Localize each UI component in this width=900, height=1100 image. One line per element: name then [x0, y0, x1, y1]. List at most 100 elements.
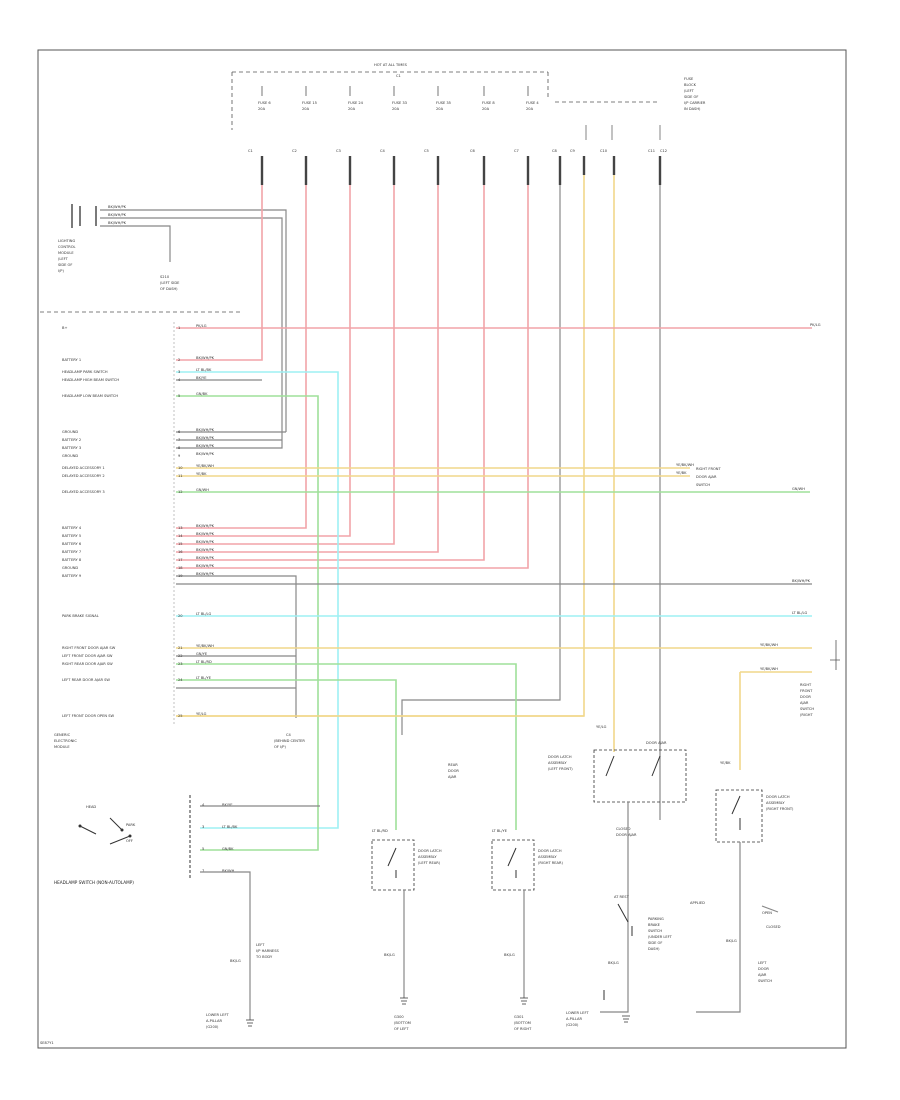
svg-text:OPEN: OPEN	[762, 911, 772, 915]
svg-text:C12: C12	[660, 149, 667, 153]
door-area-label: REAR DOOR AJAR	[448, 763, 459, 779]
svg-text:YE/BK/WH: YE/BK/WH	[676, 463, 694, 467]
module-pin-code: 16	[178, 550, 183, 554]
svg-text:(BEHIND CENTER: (BEHIND CENTER	[274, 739, 305, 743]
module-pin-name: LEFT REAR DOOR AJAR SW	[62, 678, 110, 682]
diagram-frame	[37, 49, 847, 1049]
svg-text:A-PILLAR: A-PILLAR	[566, 1017, 582, 1021]
svg-text:SIDE OF: SIDE OF	[684, 95, 698, 99]
module-pin-wire-color: BK/WH/PK	[196, 524, 215, 528]
svg-text:BK/LG: BK/LG	[230, 959, 241, 963]
svg-text:20A: 20A	[436, 107, 444, 111]
module-pin-code: 24	[178, 678, 183, 682]
vertical-wires	[176, 175, 661, 820]
module-pin-code: 21	[178, 646, 183, 650]
svg-text:C4: C4	[286, 733, 292, 737]
svg-text:FUSE 35: FUSE 35	[436, 101, 451, 105]
svg-text:CLOSED: CLOSED	[766, 925, 781, 929]
module-pin-name: PARK BRAKE SIGNAL	[62, 614, 99, 618]
svg-text:(G200): (G200)	[206, 1025, 219, 1029]
svg-text:BK/LG: BK/LG	[504, 953, 515, 957]
svg-text:DOOR AJAR: DOOR AJAR	[696, 475, 717, 479]
module-pin-name: BATTERY 8	[62, 558, 82, 562]
module-pin-wire-color: BK/WH/PK	[196, 428, 215, 432]
ground-splice-label: S210 (LEFT SIDE OF DASH)	[160, 275, 180, 291]
svg-text:FUSE 8: FUSE 8	[482, 101, 495, 105]
module-pin-name: RIGHT FRONT DOOR AJAR SW	[62, 646, 116, 650]
module-pin-code: 5	[178, 394, 180, 398]
svg-text:YE/BK: YE/BK	[676, 471, 687, 475]
svg-text:BK/WH/PK: BK/WH/PK	[108, 205, 127, 209]
module-pin-wire-color: BK/YE	[196, 376, 207, 380]
module-pin-name: GROUND	[62, 430, 78, 434]
svg-text:BK/WH: BK/WH	[222, 869, 235, 873]
svg-text:I/P HARNESS: I/P HARNESS	[256, 949, 279, 953]
module-pin-code: 8	[178, 446, 181, 450]
lighting-module-label: LIGHTING CONTROL MODULE (LEFT SIDE OF I/…	[58, 239, 76, 273]
svg-text:SWITCH: SWITCH	[800, 707, 814, 711]
svg-text:SWITCH: SWITCH	[758, 979, 772, 983]
headlamp-switch-ground-label: LEFT I/P HARNESS TO BODY	[255, 943, 279, 959]
svg-text:MODULE: MODULE	[54, 745, 70, 749]
svg-text:(UNDER LEFT: (UNDER LEFT	[648, 935, 673, 939]
gem-label: GENERIC ELECTRONIC MODULE	[54, 733, 77, 749]
svg-text:C3: C3	[336, 149, 341, 153]
svg-text:FUSE: FUSE	[684, 77, 694, 81]
module-pin-name: BATTERY 2	[62, 438, 81, 442]
svg-text:(BOTTOM: (BOTTOM	[514, 1021, 531, 1025]
svg-text:LOWER LEFT: LOWER LEFT	[566, 1011, 589, 1015]
fuse-box-label: FUSE BLOCK (LEFT SIDE OF I/P CARRIER IN …	[684, 77, 706, 111]
svg-text:DOOR: DOOR	[800, 695, 811, 699]
module-pin-wire-color: LT BL/YE	[196, 676, 212, 680]
svg-text:C6: C6	[470, 149, 476, 153]
svg-text:BK/WH/PK: BK/WH/PK	[792, 579, 811, 583]
svg-text:MODULE: MODULE	[58, 251, 74, 255]
module-pin-wire-color: BK/WH/PK	[196, 436, 215, 440]
g300-label: G300 (BOTTOM OF LEFT	[394, 1015, 411, 1031]
module-pin-name: BATTERY 6	[62, 542, 82, 546]
svg-text:ASSEMBLY: ASSEMBLY	[766, 801, 785, 805]
module-pin-name: GROUND	[62, 454, 78, 458]
svg-text:(G200): (G200)	[566, 1023, 579, 1027]
svg-text:ELECTRONIC: ELECTRONIC	[54, 739, 77, 743]
svg-text:SIDE OF: SIDE OF	[58, 263, 72, 267]
svg-text:LT BL/LG: LT BL/LG	[792, 611, 808, 615]
fuse-connector-labels: C1 C2 C3 C4 C5 C6 C7 C8 C9 C10 C11 C12	[248, 149, 667, 153]
module-pin-wire-color: YE/BK	[196, 472, 207, 476]
svg-text:G301: G301	[514, 1015, 524, 1019]
svg-text:C4: C4	[380, 149, 386, 153]
svg-text:DOOR AJAR: DOOR AJAR	[616, 833, 637, 837]
page-footer: SE87Y1	[40, 1041, 54, 1045]
module-pin-wire-color: GN/BK	[196, 392, 208, 396]
svg-text:C7: C7	[514, 149, 519, 153]
park-brake-label: PARKING BRAKE SWITCH (UNDER LEFT SIDE OF…	[648, 917, 673, 951]
svg-text:OFF: OFF	[126, 839, 133, 843]
svg-text:REAR: REAR	[448, 763, 458, 767]
svg-text:YE/BK/WH: YE/BK/WH	[760, 643, 778, 647]
fuse-35: FUSE 35 20A	[436, 101, 451, 111]
svg-text:PARKING: PARKING	[648, 917, 664, 921]
module-pin-code: 12	[178, 490, 183, 494]
module-pin-name: BATTERY 5	[62, 534, 81, 538]
svg-text:(RIGHT REAR): (RIGHT REAR)	[538, 861, 564, 865]
svg-text:GENERIC: GENERIC	[54, 733, 71, 737]
svg-text:BRAKE: BRAKE	[648, 923, 661, 927]
svg-text:ASSEMBLY: ASSEMBLY	[418, 855, 437, 859]
module-pin-name: DELAYED ACCESSORY 1	[62, 466, 105, 470]
module-pin-name: BATTERY 3	[62, 446, 81, 450]
svg-text:C11: C11	[648, 149, 655, 153]
svg-text:ASSEMBLY: ASSEMBLY	[548, 761, 567, 765]
svg-text:ASSEMBLY: ASSEMBLY	[538, 855, 557, 859]
svg-text:20A: 20A	[392, 107, 400, 111]
fuse-connectors	[260, 156, 662, 185]
module-pin-wire-color: BK/WH/PK	[196, 548, 215, 552]
parking-brake-switch: AT REST APPLIED PARKING BRAKE SWITCH (UN…	[603, 895, 705, 1000]
module-pin-wire-color: PK/LG	[196, 324, 207, 328]
module-pin-code: 6	[178, 430, 181, 434]
svg-text:SWITCH: SWITCH	[696, 483, 710, 487]
